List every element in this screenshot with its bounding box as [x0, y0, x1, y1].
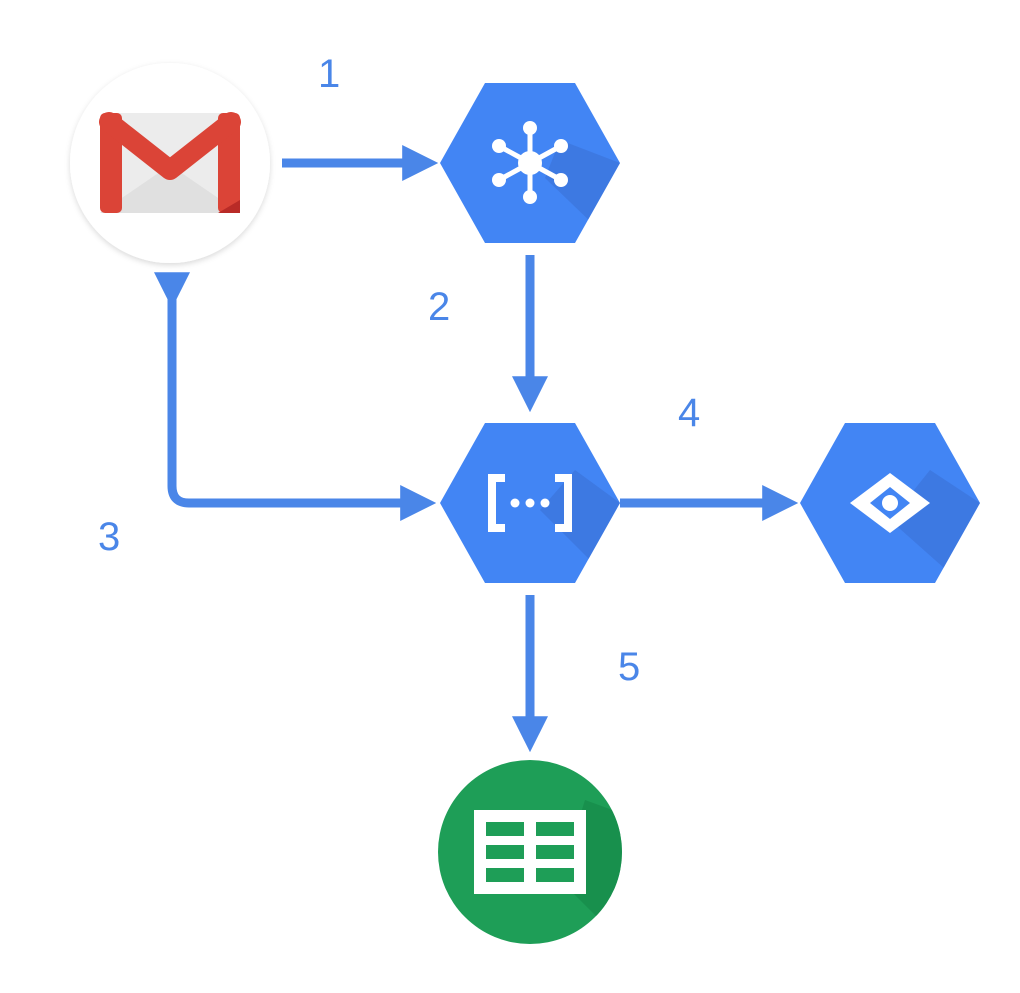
step-label-4: 4: [678, 391, 700, 435]
gmail-node: [70, 63, 270, 263]
step-label-1: 1: [318, 52, 340, 96]
arrow-gmail-functions-bidirectional: [154, 272, 437, 521]
pubsub-node: [440, 83, 620, 243]
step-label-3: 3: [98, 515, 120, 559]
pubsub-hub-icon: [492, 121, 568, 204]
cloud-functions-icon: [488, 474, 572, 532]
step-labels: 1 2 3 4 5: [98, 52, 700, 689]
eye-diamond-icon: [850, 473, 930, 533]
cloud-functions-node: [440, 423, 620, 583]
arrows: [154, 145, 799, 753]
sheets-node: [438, 760, 622, 944]
step-label-2: 2: [428, 285, 450, 329]
gmail-icon: [99, 112, 241, 213]
step-label-5: 5: [618, 645, 640, 689]
vision-node: [800, 423, 980, 583]
sheets-grid-icon: [474, 810, 586, 894]
